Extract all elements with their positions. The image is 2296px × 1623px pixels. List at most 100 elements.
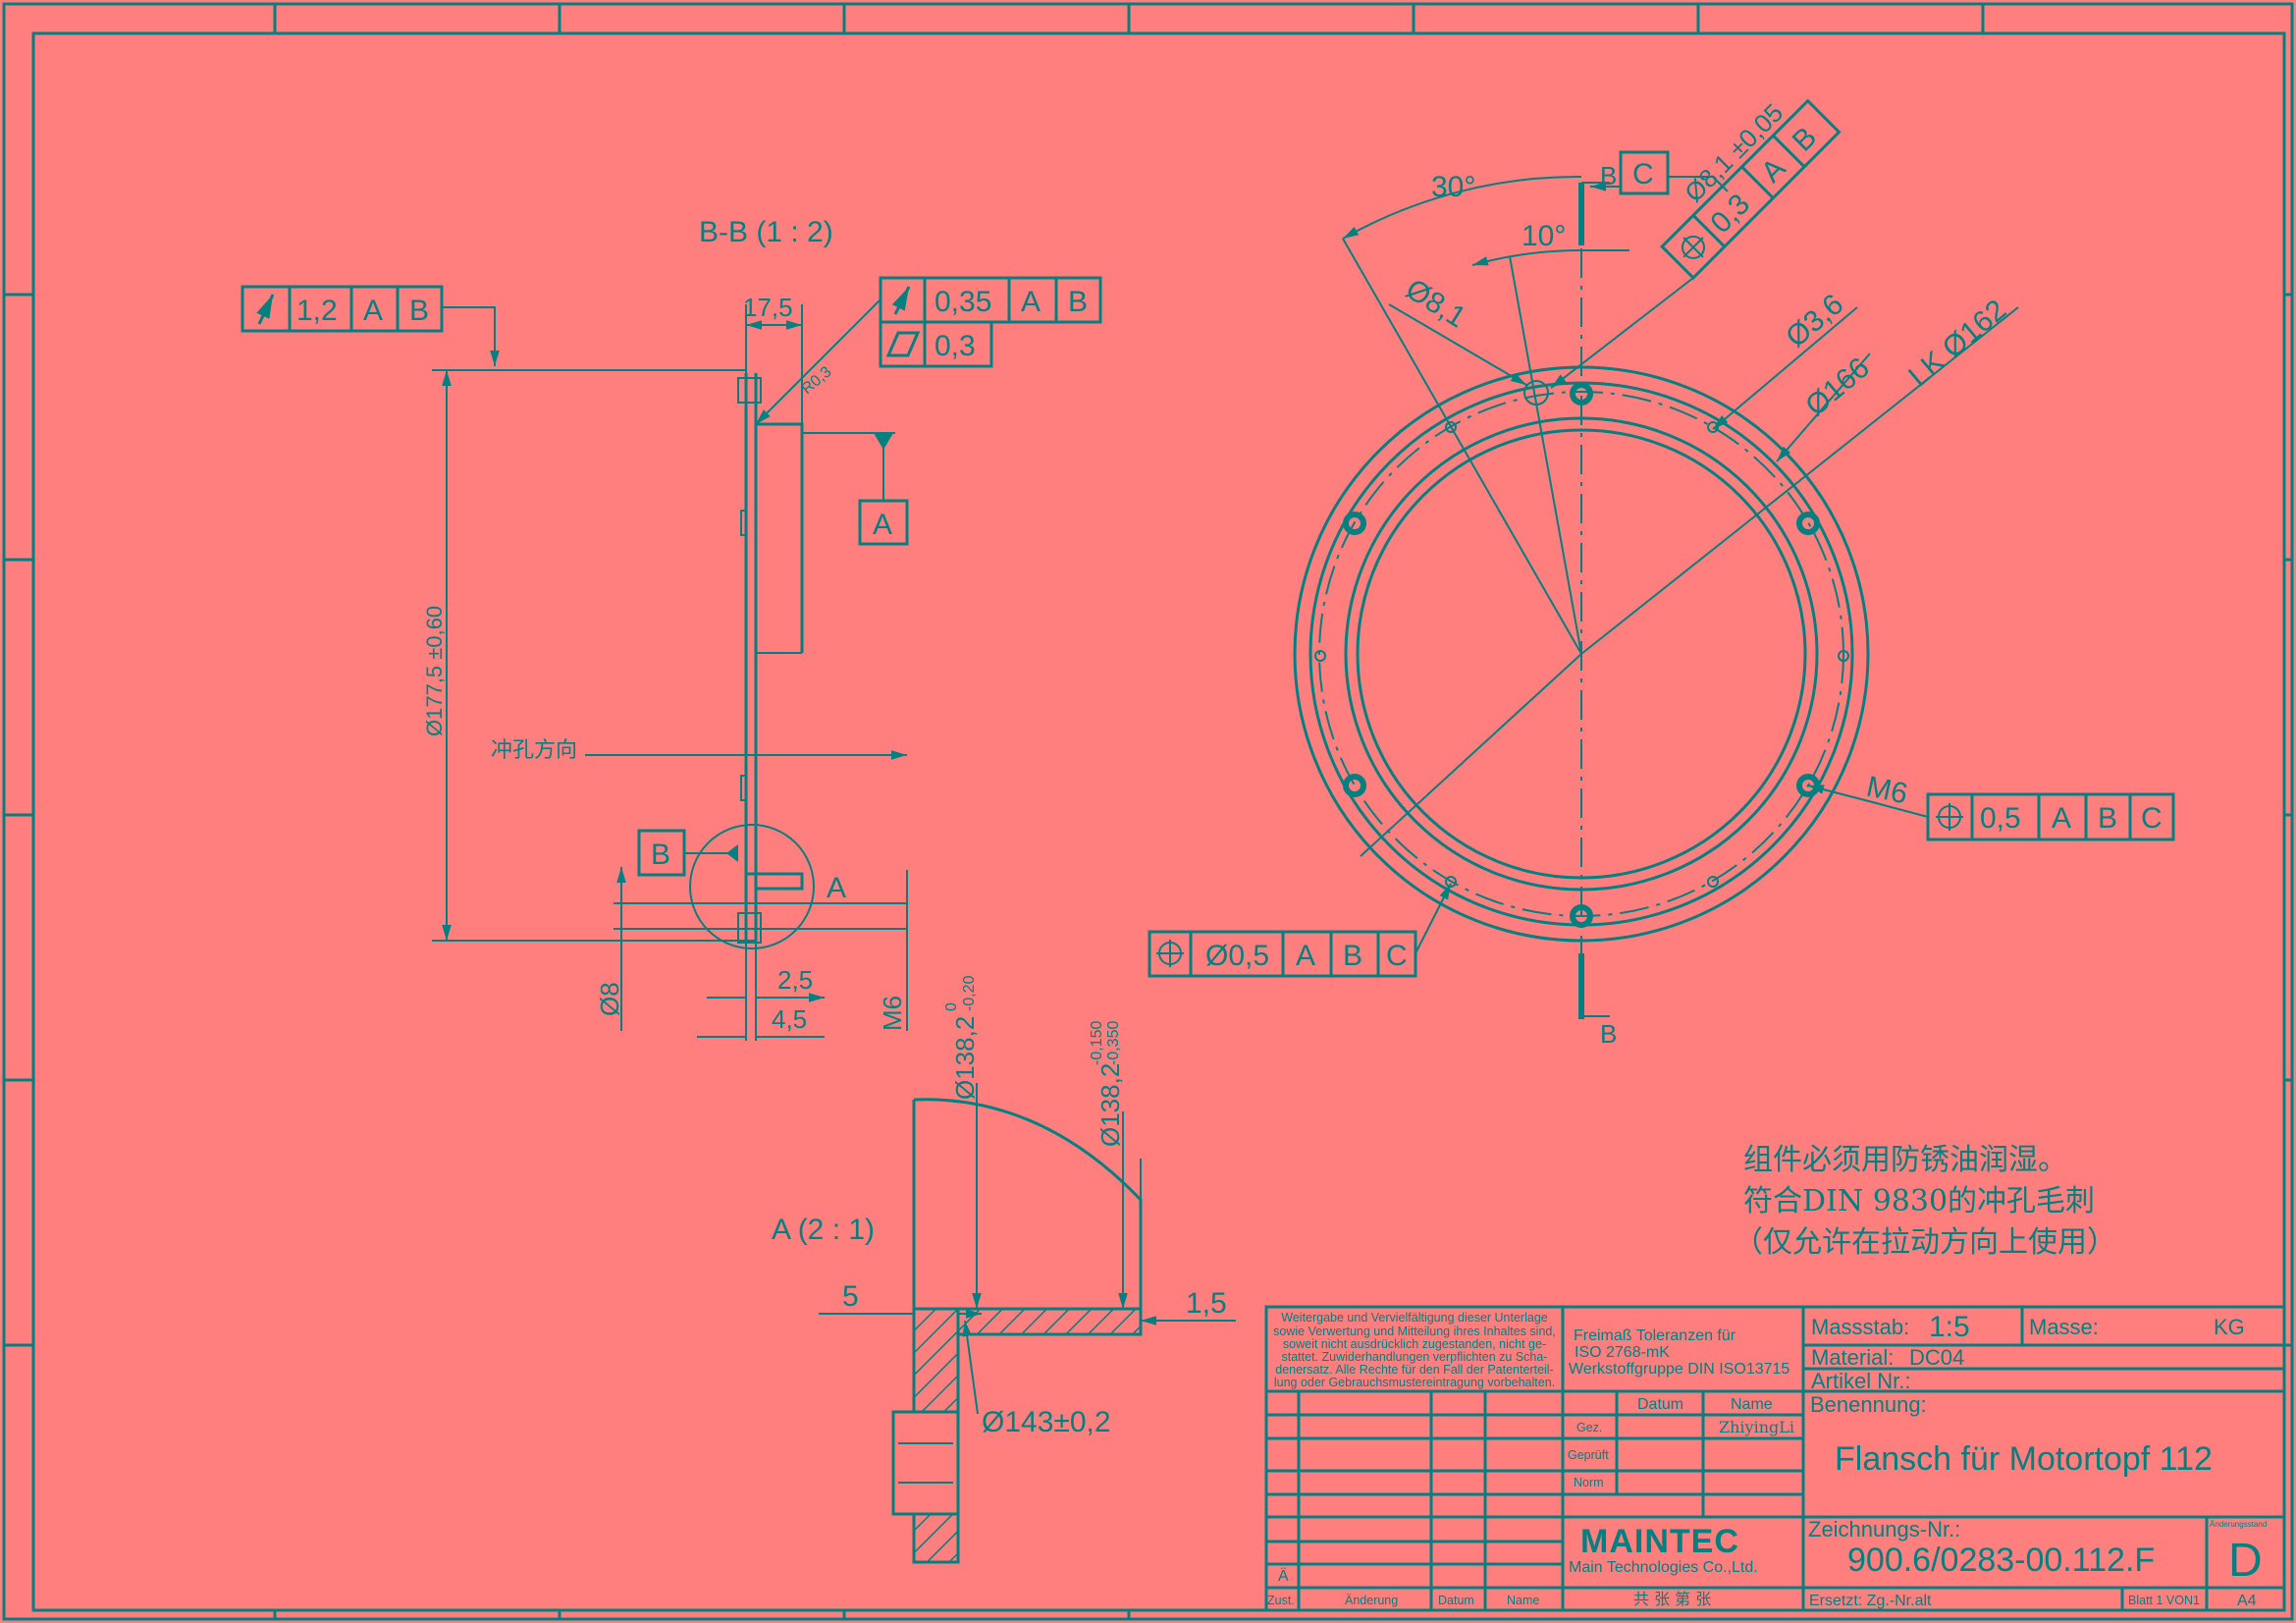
drawing-label: B <box>409 295 429 327</box>
drawing-label: A <box>1021 286 1041 318</box>
drawing-label: Name <box>1731 1396 1773 1413</box>
drawing-label: A <box>827 872 846 904</box>
drawing-label: B <box>2098 802 2117 835</box>
drawing-label: Datum <box>1637 1396 1683 1413</box>
drawing-label: 4,5 <box>772 1004 807 1034</box>
drawing-label: -0,350 <box>1105 1021 1122 1065</box>
drawing-label: denersatz. Alle Rechte für den Fall der … <box>1275 1363 1553 1377</box>
drawing-label: ZhiyingLi <box>1719 1418 1794 1436</box>
fcf-top: 0,3 A B Ø8,1 ±0,05 <box>1660 98 1842 281</box>
drawing-label: 900.6/0283-00.112.F <box>1847 1542 2155 1579</box>
drawing-label: 10° <box>1522 220 1566 252</box>
drawing-label: C <box>2141 802 2163 835</box>
drawing-label: 2,5 <box>777 965 813 995</box>
drawing-label: soweit nicht ausdrücklich zugestanden, n… <box>1283 1337 1546 1351</box>
drawing-label: Ø177,5 ±0,60 <box>422 606 447 736</box>
drawing-label: Ø166 <box>1799 352 1875 422</box>
drawing-label: LK Ø162 <box>1902 294 2012 393</box>
fcf-right: 0,5 A B C M6 <box>1807 771 2175 841</box>
drawing-label: Ø8,1 <box>1400 273 1471 334</box>
drawing-label: Ä <box>1278 1567 1289 1585</box>
drawing-label: 30° <box>1431 171 1475 203</box>
runout-icon <box>891 286 911 315</box>
detail-a-title: A (2 : 1) <box>772 1214 875 1246</box>
drawing-label: B <box>1068 286 1088 318</box>
drawing-label: R0,3 <box>799 363 835 398</box>
drawing-label: Geprüft <box>1568 1448 1609 1462</box>
drawing-label: A <box>1296 940 1315 972</box>
fcf-runout-left: 1,2 A B <box>240 285 500 366</box>
maintec-logo: MAINTEC <box>1580 1523 1739 1560</box>
drawing-label: Flansch für Motortopf 112 <box>1835 1440 2213 1478</box>
drawing-label: A4 <box>2237 1593 2257 1609</box>
drawing-label: 0,35 <box>934 286 991 318</box>
drawing-label: A <box>2052 802 2071 835</box>
drawing-label: 冲孔方向 <box>491 738 577 763</box>
drawing-label: 1,2 <box>296 295 338 327</box>
section-bb-view: B-B (1 : 2) 1,2 A B Ø177,5 ±0,60 17,5 R0… <box>240 216 1102 1041</box>
drawing-label: Datum <box>1438 1594 1474 1607</box>
drawing-label: 共 张 第 张 <box>1633 1590 1711 1608</box>
drawing-label: 0 <box>943 1002 960 1011</box>
drawing-label: C <box>1632 158 1654 190</box>
position-icon <box>1936 803 1963 831</box>
section-bb-title: B-B (1 : 2) <box>699 216 833 248</box>
fcf-runout-flatness: 0,35 A B 0,3 <box>755 276 1102 425</box>
drawing-label: Gez. <box>1576 1421 1602 1434</box>
drawing-label: Ø8 <box>595 982 624 1016</box>
drawing-label: Zust. <box>1267 1594 1295 1607</box>
drawing-label: Ersetzt: Zg.-Nr.alt <box>1809 1593 1932 1609</box>
drawing-label: Freimaß Toleranzen für <box>1574 1327 1736 1344</box>
drawing-label: M6 <box>1864 771 1911 811</box>
drawing-label: Artikel Nr.: <box>1811 1369 1910 1393</box>
title-block: Weitergabe und Vervielfältigung dieser U… <box>1264 1305 2286 1612</box>
drawing-label: B <box>1343 940 1362 972</box>
drawing-label: B <box>1600 1019 1617 1049</box>
drawing-label: Zeichnungs-Nr.: <box>1808 1517 1960 1542</box>
drawing-label: Masse: <box>2029 1315 2099 1339</box>
drawing-label: A <box>873 509 892 541</box>
drawing-label: 0,5 <box>1980 802 2021 835</box>
runout-icon <box>256 294 275 325</box>
flatness-icon <box>885 331 921 357</box>
fcf-left: Ø0,5 A B C <box>1148 883 1452 978</box>
drawing-label: ISO 2768-mK <box>1575 1344 1670 1361</box>
drawing-label: KG <box>2214 1315 2245 1339</box>
drawing-label: Blatt 1 VON1 <box>2128 1594 2200 1607</box>
drawing-label: 1,5 <box>1186 1287 1227 1320</box>
drawing-label: sowie Verwertung und Mitteilung ihres In… <box>1273 1325 1556 1338</box>
drawing-label: 组件必须用防锈油润湿。 <box>1743 1143 2067 1177</box>
drawing-label: 符合DIN 9830的冲孔毛刺 <box>1743 1184 2095 1218</box>
position-icon <box>1682 235 1705 259</box>
drawing-label: Ø143±0,2 <box>982 1406 1111 1438</box>
drawing-label: （仅允许在拉动方向上使用） <box>1734 1225 2116 1260</box>
drawing-label: -0,20 <box>961 975 978 1011</box>
drawing-label: B <box>651 839 670 871</box>
drawing-label: stattet. Zuwiderhandlungen verpflichten … <box>1282 1350 1548 1364</box>
drawing-label: M6 <box>878 996 907 1031</box>
drawing-label: Material: <box>1811 1345 1894 1370</box>
drawing-label: Werkstoffgruppe DIN ISO13715 <box>1569 1361 1789 1378</box>
drawing-label: 5 <box>842 1280 859 1313</box>
drawing-label: Ø138,2 <box>1095 1063 1125 1147</box>
drawing-label: Ø0,5 <box>1205 940 1269 972</box>
notes: 组件必须用防锈油润湿。 符合DIN 9830的冲孔毛刺 （仅允许在拉动方向上使用… <box>1734 1143 2116 1260</box>
drawing-label: Änderung <box>1345 1594 1398 1607</box>
drawing-label: Benennung: <box>1810 1392 1927 1417</box>
drawing-label: C <box>1386 940 1408 972</box>
drawing-label: Norm <box>1574 1476 1604 1489</box>
drawing-label: DC04 <box>1909 1345 1964 1370</box>
drawing-label: 17,5 <box>743 293 793 322</box>
detail-a-view: A (2 : 1) Ø138,2 0 -0,20 Ø138,2 -0,150 -… <box>772 975 1236 1564</box>
front-view: B B 30° 10° Ø8,1 Ø3,6 Ø166 LK Ø162 C <box>1148 98 2175 1049</box>
drawing-label: 0,3 <box>934 330 976 362</box>
drawing-label: Weitergabe und Vervielfältigung dieser U… <box>1281 1311 1548 1325</box>
drawing-label: 1:5 <box>1929 1311 1970 1343</box>
drawing-label: Name <box>1507 1594 1539 1607</box>
position-icon <box>1156 940 1184 967</box>
drawing-label: D <box>2228 1535 2263 1587</box>
drawing-label: lung oder Gebrauchsmustereintragung vorb… <box>1274 1376 1555 1389</box>
drawing-label: Ø138,2 <box>950 1016 980 1100</box>
